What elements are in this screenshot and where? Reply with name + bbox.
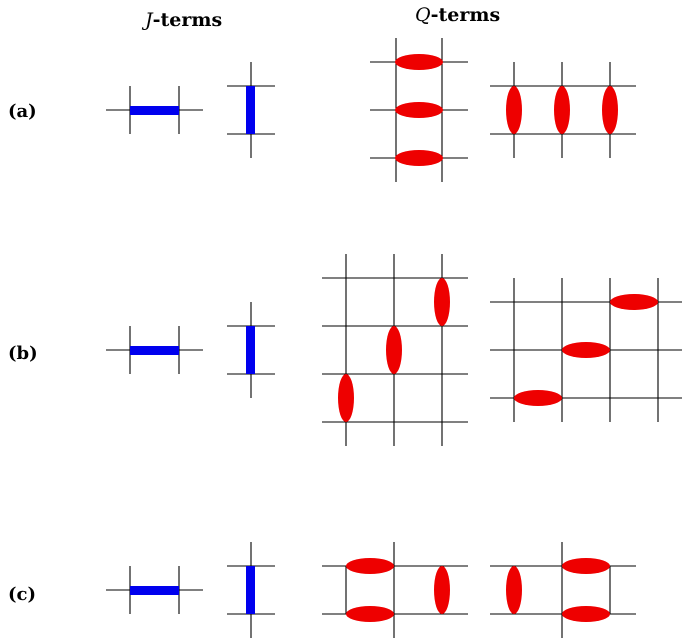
row-c-q-right-mixed [490, 542, 636, 638]
j-bond-horizontal [130, 106, 179, 115]
row-c-j-horizontal [106, 566, 203, 614]
row-label-c: (c) [8, 584, 36, 605]
q-bond [434, 566, 450, 614]
q-bond [434, 278, 450, 326]
row-a-j-horizontal [106, 86, 203, 134]
row-c-j-vertical [227, 542, 275, 638]
row-a-q-vertical-stack [370, 38, 468, 182]
q-bond [610, 294, 658, 310]
row-b-q-diagonal-horizontal [490, 278, 682, 422]
j-bond-horizontal [130, 586, 179, 595]
j-bond-vertical [246, 86, 255, 134]
row-b-j-vertical [227, 302, 275, 398]
row-b-j-horizontal [106, 326, 203, 374]
q-bond [562, 558, 610, 574]
q-bond [506, 86, 522, 134]
row-c-q-left-mixed [322, 542, 468, 638]
j-bond-vertical [246, 566, 255, 614]
row-a-q-horizontal-stack [490, 62, 636, 158]
j-terms-suffix: -terms [153, 9, 223, 31]
q-bond [346, 558, 394, 574]
j-bond-horizontal [130, 346, 179, 355]
q-terms-suffix: -terms [431, 4, 501, 26]
q-terms-header: Q-terms [415, 4, 500, 26]
j-terms-header: J-terms [141, 9, 222, 31]
q-bond [562, 606, 610, 622]
q-bond [338, 374, 354, 422]
q-symbol: Q [415, 4, 431, 26]
j-symbol: J [141, 9, 154, 31]
row-label-b: (b) [8, 343, 38, 364]
q-bond [506, 566, 522, 614]
row-b-q-diagonal-vertical [322, 254, 468, 446]
q-bond [514, 390, 562, 406]
q-bond [395, 54, 443, 70]
q-bond [395, 150, 443, 166]
row-label-a: (a) [8, 101, 37, 122]
q-bond [554, 86, 570, 134]
q-bond [386, 326, 402, 374]
q-bond [395, 102, 443, 118]
j-bond-vertical [246, 326, 255, 374]
row-a-j-vertical [227, 62, 275, 158]
q-bond [346, 606, 394, 622]
q-bond [602, 86, 618, 134]
q-bond [562, 342, 610, 358]
